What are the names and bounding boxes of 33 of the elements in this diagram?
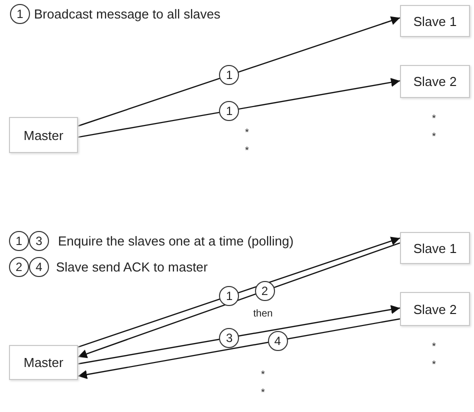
step-number: 3 xyxy=(29,231,49,251)
ellipsis-mark: * xyxy=(245,146,249,156)
arrow xyxy=(78,305,400,364)
ellipsis-mark: * xyxy=(432,114,436,124)
step-number: 2 xyxy=(9,257,29,277)
legend-text: Broadcast message to all slaves xyxy=(34,6,220,22)
arrow xyxy=(78,318,400,379)
node-box: Slave 2 xyxy=(400,292,470,326)
step-number: 4 xyxy=(29,257,49,277)
node-box: Slave 1 xyxy=(400,5,470,37)
edge-label: 3 xyxy=(219,328,240,348)
edge-label: 1 xyxy=(219,65,240,86)
ellipsis-mark: * xyxy=(432,132,436,142)
arrow xyxy=(78,78,400,138)
step-number: 1 xyxy=(9,231,29,251)
step-number: 1 xyxy=(10,4,30,24)
edge-label: 4 xyxy=(268,330,288,351)
node-box: Slave 1 xyxy=(400,232,470,264)
legend-text: Slave send ACK to master xyxy=(56,260,208,274)
node-box: Master xyxy=(9,345,78,380)
legend-text: Enquire the slaves one at a time (polling) xyxy=(58,234,294,248)
edge-label: 1 xyxy=(219,100,240,121)
edge-label: 1 xyxy=(219,286,240,306)
node-box: Master xyxy=(9,117,78,153)
ellipsis-mark: * xyxy=(261,370,265,380)
edge-label: 2 xyxy=(254,280,275,301)
ellipsis-mark: * xyxy=(261,388,265,398)
node-box: Slave 2 xyxy=(400,65,470,98)
ellipsis-mark: * xyxy=(432,360,436,370)
arrow xyxy=(78,16,400,127)
ellipsis-mark: * xyxy=(432,342,436,352)
ellipsis-mark: * xyxy=(245,128,249,138)
note-text: then xyxy=(253,308,273,320)
